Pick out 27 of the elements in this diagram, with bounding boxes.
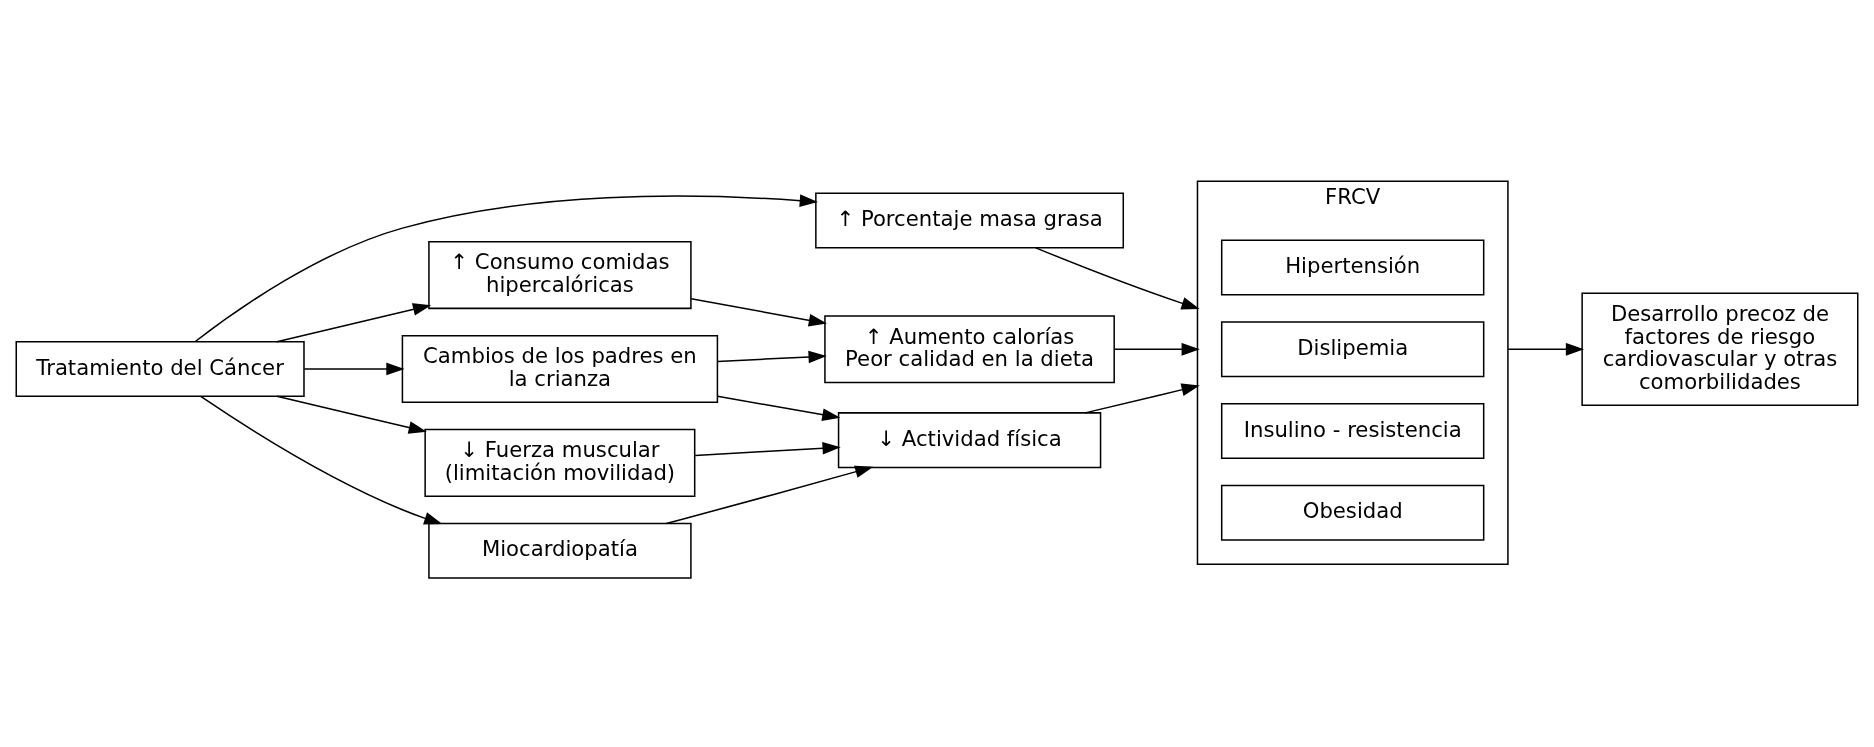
arrow [200,395,443,525]
node-box: Desarrollo precoz de factores de riesgo cardiovascular y otras comorbilidades [1581,292,1859,407]
arrow [276,395,427,434]
node-box: ↓ Actividad física [837,412,1102,469]
node-box: Cambios de los padres en la crianza [401,334,719,404]
arrow [276,303,432,343]
arrow [716,395,841,421]
node-box: Dislipemia [1220,321,1485,378]
arrow [194,194,818,343]
node-box: Obesidad [1220,484,1485,541]
arrow [1035,247,1200,310]
node-box: Insulino - resistencia [1220,403,1485,460]
node-box: ↓ Fuerza muscular (limitación movilidad) [424,428,696,497]
node-box: Tratamiento del Cáncer [15,340,305,397]
arrow [694,441,841,457]
arrow [665,465,874,525]
arrow [1113,342,1200,356]
arrow [716,350,827,364]
node-box: ↑ Porcentaje masa grasa [815,192,1125,249]
arrow [303,362,405,376]
node-box: ↑ Consumo comidas hipercalóricas [428,241,692,310]
arrow [1507,342,1585,356]
arrow [1084,383,1200,414]
arrow [690,298,827,327]
node-box: Hipertensión [1220,239,1485,296]
node-box: ↑ Aumento calorías Peor calidad en la dieta [824,315,1115,384]
node-box: Miocardiopatía [428,522,692,579]
